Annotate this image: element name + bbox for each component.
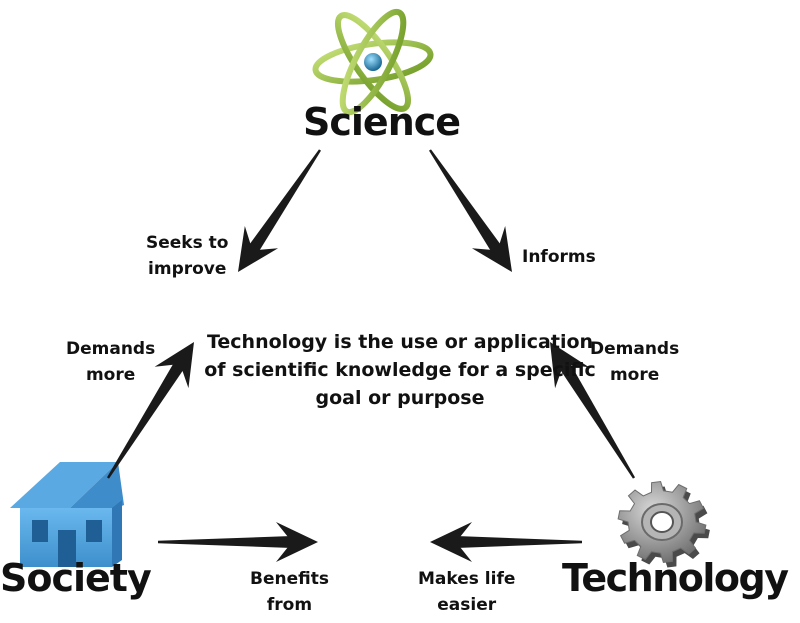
arrow-shaft (558, 360, 636, 479)
edge-label-line: Demands (590, 339, 680, 359)
edge-label-line: Seeks to (146, 233, 229, 253)
atom-orbit (312, 39, 434, 85)
arrow-society-to-science (106, 342, 194, 479)
node-title-technology: Technology (562, 556, 789, 600)
arrows (106, 149, 636, 562)
arrow-head (154, 342, 194, 389)
arrow-science-to-society (238, 149, 321, 272)
atom-nucleus (364, 53, 382, 71)
edge-label-benefits-from: Benefits from (250, 566, 329, 618)
gear-hole (650, 511, 674, 533)
arrow-shaft (429, 149, 503, 254)
edge-label-demands-more-right: Demands more (590, 336, 679, 388)
arrow-technology-to-society (430, 522, 582, 562)
edge-label-informs: Informs (522, 244, 596, 270)
arrow-shaft (106, 360, 186, 479)
edge-label-makes-life-easier: Makes life easier (418, 566, 515, 618)
atom-orbit (339, 8, 407, 116)
arrow-shaft (158, 536, 292, 548)
house-icon (10, 462, 124, 567)
house-window (32, 520, 48, 542)
house-door (58, 530, 76, 567)
arrow-head (430, 522, 472, 562)
arrow-shaft (456, 536, 582, 548)
edge-label-line: from (266, 595, 313, 615)
node-title-science: Science (303, 100, 461, 144)
edge-label-seeks-to-improve: Seeks to improve (146, 230, 228, 282)
arrow-head (238, 225, 279, 272)
arrow-head (550, 342, 590, 389)
edge-label-line: more (609, 365, 660, 385)
center-definition-text: Technology is the use or application of … (204, 331, 596, 409)
house-window (86, 520, 102, 542)
edge-label-line: easier (437, 595, 497, 615)
gear-icon (617, 480, 710, 568)
edge-label-line: more (85, 365, 136, 385)
arrow-head (276, 522, 318, 562)
house-side (112, 500, 122, 567)
arrow-science-to-technology (429, 149, 512, 272)
edge-label-line: Makes life (418, 569, 516, 589)
atom-orbit (334, 12, 412, 112)
arrow-head (471, 225, 512, 272)
arrow-technology-to-science (550, 342, 636, 479)
atom-icon (312, 8, 434, 116)
edge-label-line: Informs (522, 247, 596, 267)
node-title-society: Society (0, 556, 152, 600)
edge-label-line: improve (148, 259, 227, 279)
edge-label-line: Demands (66, 339, 156, 359)
edge-label-line: Benefits (250, 569, 329, 589)
edge-label-demands-more-left: Demands more (66, 336, 155, 388)
arrow-society-to-technology (158, 522, 318, 562)
arrow-shaft (247, 149, 321, 254)
house-roof (10, 462, 118, 508)
